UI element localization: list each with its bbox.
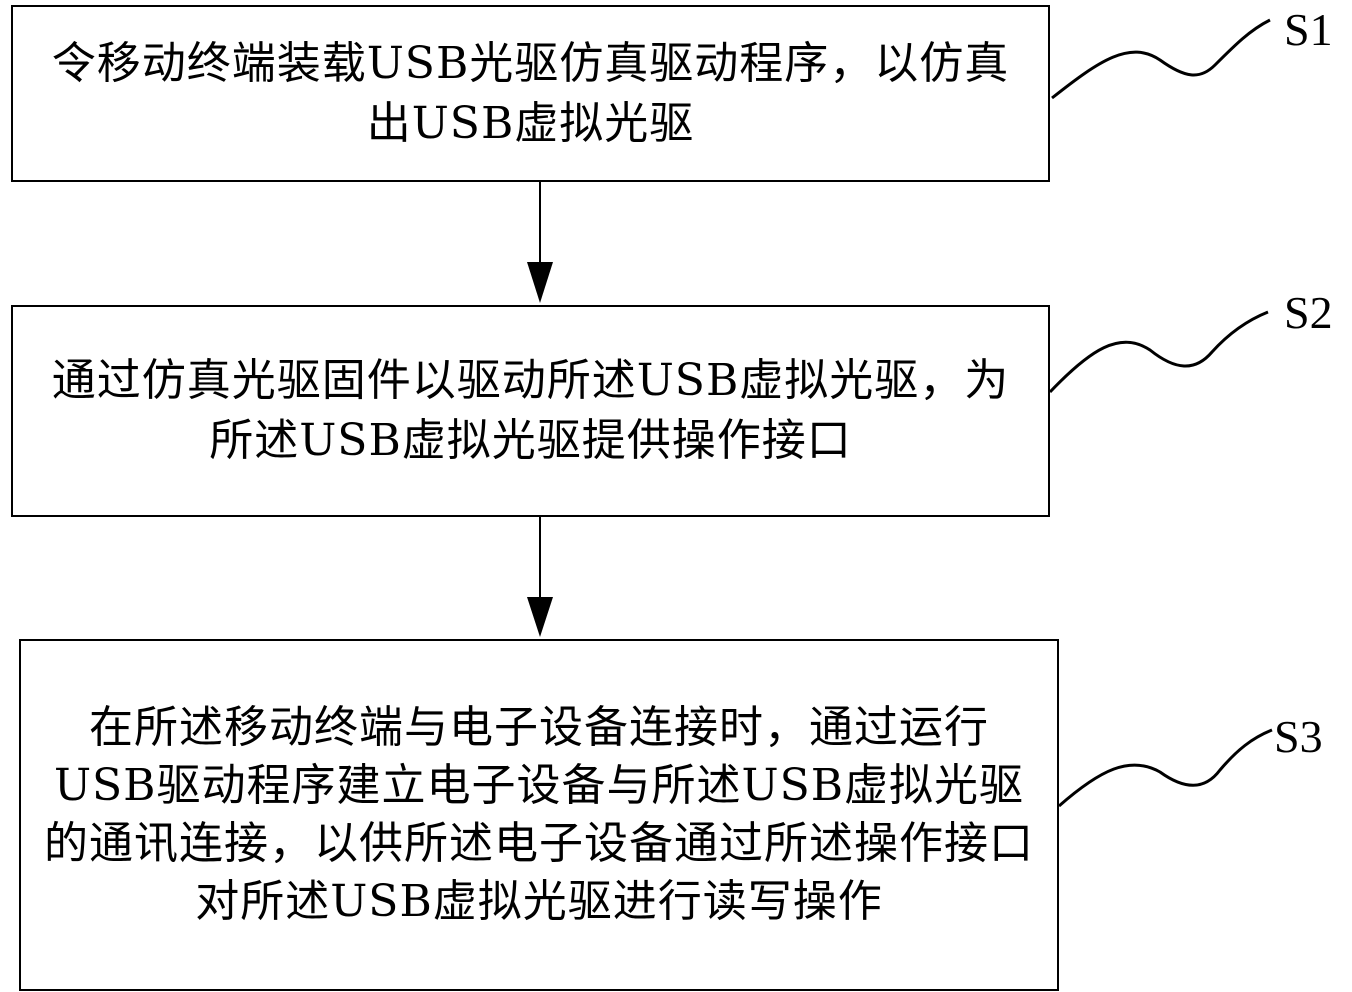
arrow-s1-s2-head xyxy=(527,262,553,303)
leader-curve-s2 xyxy=(1050,312,1268,392)
step-box-s1: 令移动终端装载USB光驱仿真驱动程序，以仿真出USB虚拟光驱 xyxy=(11,5,1050,182)
step-text-s1: 令移动终端装载USB光驱仿真驱动程序，以仿真出USB虚拟光驱 xyxy=(41,34,1021,154)
leader-curve-s3 xyxy=(1059,730,1272,806)
step-text-s3: 在所述移动终端与电子设备连接时，通过运行USB驱动程序建立电子设备与所述USB虚… xyxy=(39,699,1039,931)
leader-curve-s1 xyxy=(1052,20,1270,98)
step-text-s2: 通过仿真光驱固件以驱动所述USB虚拟光驱，为所述USB虚拟光驱提供操作接口 xyxy=(36,351,1026,471)
step-box-s2: 通过仿真光驱固件以驱动所述USB虚拟光驱，为所述USB虚拟光驱提供操作接口 xyxy=(11,305,1050,517)
step-label-s2: S2 xyxy=(1284,288,1333,338)
arrow-s2-s3-head xyxy=(527,597,553,637)
step-label-s1: S1 xyxy=(1284,5,1333,55)
step-box-s3: 在所述移动终端与电子设备连接时，通过运行USB驱动程序建立电子设备与所述USB虚… xyxy=(19,639,1059,991)
step-label-s3: S3 xyxy=(1274,712,1323,762)
